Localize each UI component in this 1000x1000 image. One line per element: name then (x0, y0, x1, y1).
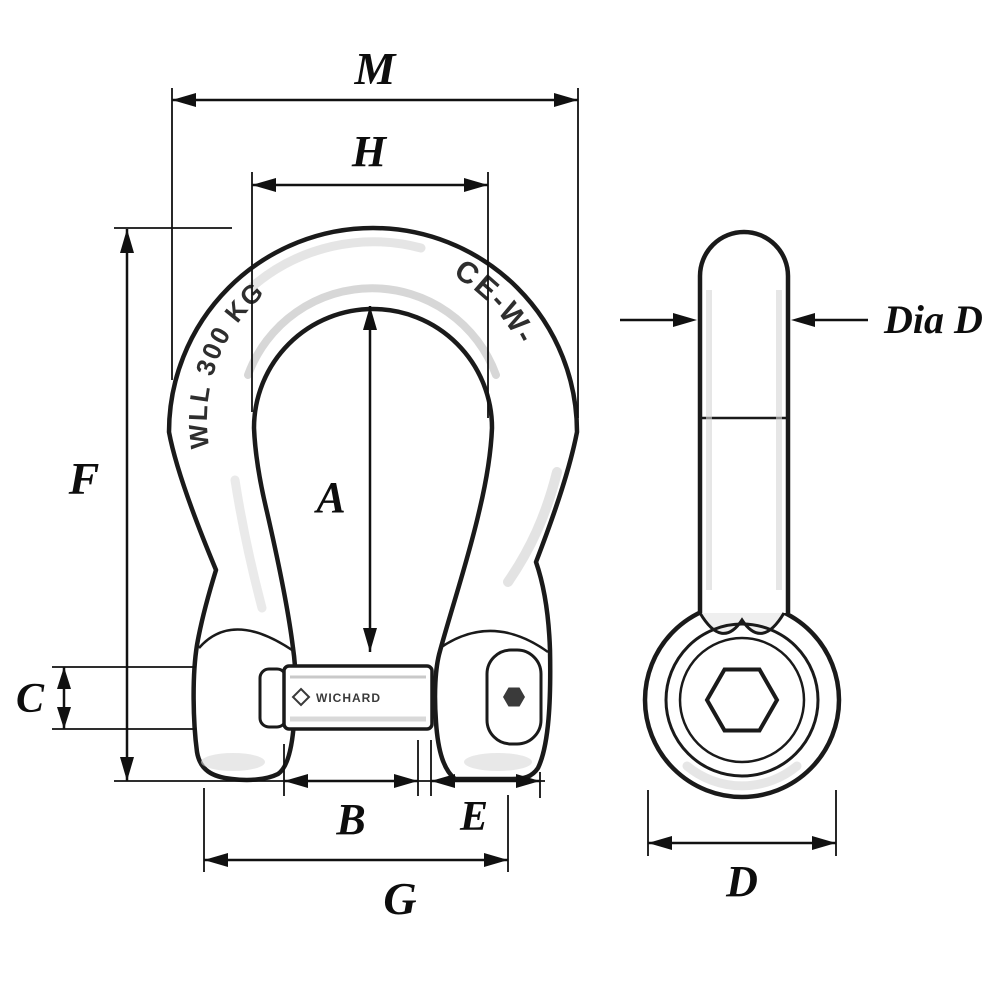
dimension-e: E (430, 740, 541, 840)
dim-label-a: A (313, 473, 345, 522)
shade-right-leg (503, 467, 562, 587)
dim-label-m: M (354, 43, 398, 94)
shade-right-ear (464, 753, 532, 771)
dim-label-h: H (351, 127, 388, 176)
dimension-h: H (251, 127, 489, 418)
right-ear-chamfer-line (439, 629, 549, 654)
pin-shank (697, 229, 791, 613)
pin-left-cap (258, 667, 288, 729)
dim-label-g: G (383, 873, 416, 924)
pin-side-view (642, 229, 842, 800)
dimension-g: G (203, 788, 509, 924)
dimension-d: D (647, 790, 837, 906)
dimension-c: C (16, 666, 196, 730)
shade-eye-ring (682, 761, 802, 791)
shade-left-ear (201, 753, 265, 771)
shackle-pin: WICHARD (258, 648, 543, 746)
dimension-b: B (283, 740, 419, 844)
bow-shackle-front-view: WLL 300 KG CE-W- WICHARD (166, 225, 580, 783)
allen-hex-socket-icon (704, 667, 780, 733)
shade-left-leg (230, 475, 267, 613)
dim-label-dia-d: Dia D (883, 297, 983, 342)
brand-diamond-icon (291, 687, 311, 707)
pin-head-ring-inner (678, 636, 806, 764)
dimension-annotations: M H A F (16, 43, 983, 924)
dim-label-d: D (725, 857, 758, 906)
dim-label-f: F (68, 453, 100, 504)
pin-brand-text: WICHARD (316, 691, 381, 705)
dim-label-b: B (335, 795, 365, 844)
dimension-m: M (171, 43, 579, 418)
shade-top-outer (248, 237, 426, 291)
pin-head-ring-outer (664, 622, 820, 778)
dim-label-e: E (459, 794, 488, 840)
pin-shaft (282, 664, 434, 731)
pin-head-hex-mark-icon (503, 687, 525, 707)
dimension-dia-d: Dia D (620, 297, 983, 342)
dimension-a: A (313, 306, 377, 652)
left-ear-chamfer-line (198, 628, 293, 652)
shade-inner-arch (244, 284, 500, 379)
dim-label-c: C (16, 676, 45, 722)
